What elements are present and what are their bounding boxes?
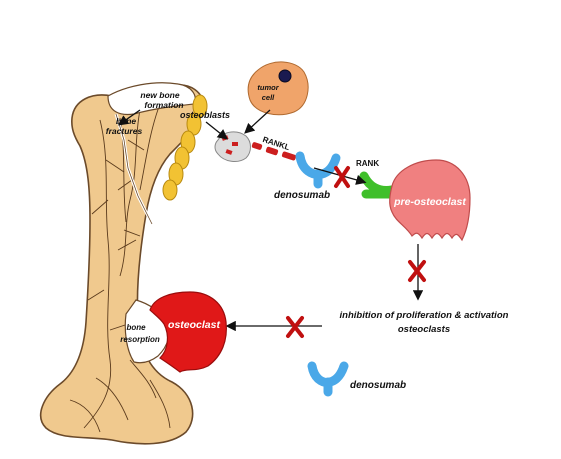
label-osteoclast: osteoclast xyxy=(168,319,220,331)
svg-text:resorption: resorption xyxy=(120,335,160,344)
block-marks xyxy=(286,166,426,338)
label-osteoblasts: osteoblasts xyxy=(180,110,230,120)
osteoclast-cell xyxy=(149,291,227,373)
rankl-ligand xyxy=(251,142,297,161)
rank-receptor xyxy=(359,171,399,199)
label-rank: RANK xyxy=(356,159,379,168)
svg-text:osteoclasts: osteoclasts xyxy=(398,324,450,335)
osteoblast-chain xyxy=(162,94,208,201)
svg-text:cell: cell xyxy=(262,93,275,102)
label-bone-fractures: bone xyxy=(116,116,137,126)
label-pre-osteoclast: pre-osteoclast xyxy=(393,196,466,208)
arrows xyxy=(117,109,424,332)
block-x-horizontal xyxy=(286,316,304,338)
svg-text:fractures: fractures xyxy=(106,126,143,136)
bone-illustration xyxy=(40,82,205,445)
label-inhibition: inhibition of proliferation & activation xyxy=(340,310,509,321)
tumor-cell-nucleus xyxy=(278,69,292,83)
arrow-new-bone-to-fracture xyxy=(117,109,141,126)
block-x-vertical xyxy=(408,260,426,282)
denosumab-antibody-bottom xyxy=(307,361,349,397)
denosumab-antibody-top xyxy=(295,151,341,189)
arrow-tumor-to-cell xyxy=(244,109,271,134)
svg-text:formation: formation xyxy=(144,100,183,110)
block-x-rank xyxy=(334,166,350,188)
label-denosumab-top: denosumab xyxy=(274,190,330,201)
bone-trabecular-lines xyxy=(69,103,171,433)
tumor-cell xyxy=(247,61,309,116)
pre-osteoclast-cell xyxy=(389,159,471,242)
rankl-secreting-cell xyxy=(214,131,251,162)
label-tumor-cell: tumor xyxy=(257,83,279,92)
label-new-bone-formation: new bone xyxy=(140,90,179,100)
label-bone-resorption: bone xyxy=(126,323,146,332)
label-denosumab-bottom: denosumab xyxy=(350,380,406,391)
arrow-osteoblasts-to-cell xyxy=(205,121,229,140)
